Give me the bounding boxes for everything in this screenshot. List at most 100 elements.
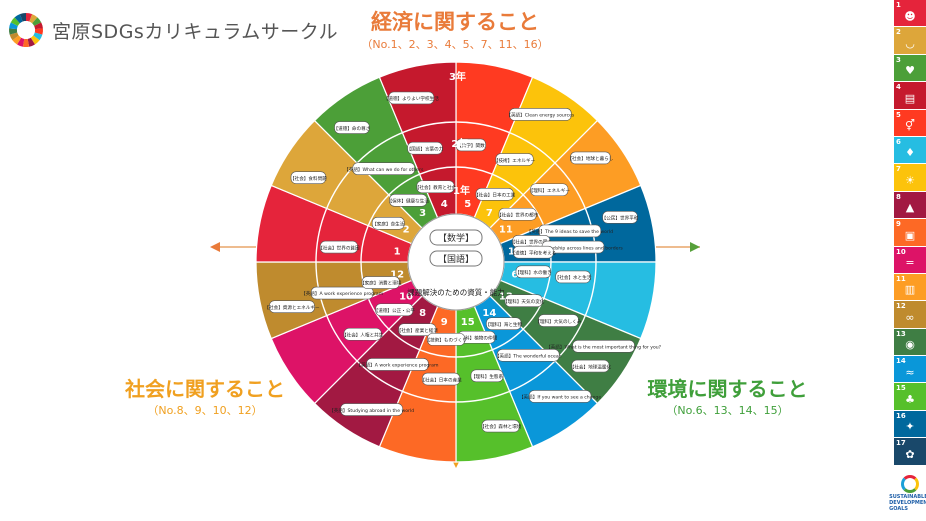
- header: 宮原SDGsカリキュラムサークル: [8, 10, 338, 50]
- goal-number-label: 9: [441, 317, 448, 328]
- curriculum-tag[interactable]: 【保体】健康な生活: [388, 194, 430, 207]
- curriculum-tag-text: 【道徳】平和を考える: [510, 249, 556, 256]
- book-icon: ▤: [904, 91, 916, 105]
- curriculum-wheel: 57111661314159810121234 【社会】地球と暮らし【理科】エネ…: [210, 61, 700, 468]
- sdg-goal-tile-15[interactable]: 15♣: [894, 383, 926, 411]
- sdg-goal-tile-4[interactable]: 4▤: [894, 82, 926, 110]
- curriculum-tag[interactable]: 【社会】教育と社会: [415, 180, 457, 194]
- environment-label: 環境に関すること: [647, 377, 808, 401]
- goal-number-label: 15: [461, 317, 475, 328]
- sdg-goal-number: 5: [896, 110, 901, 119]
- curriculum-tag[interactable]: 【家庭】食生活: [371, 216, 405, 230]
- sdg-goal-number: 7: [896, 165, 901, 174]
- sdg-goal-tile-3[interactable]: 3♥: [894, 54, 926, 83]
- sdg-goal-tile-10[interactable]: 10=: [894, 246, 926, 274]
- curriculum-tag[interactable]: 【社会】世界の都市: [497, 207, 539, 221]
- curriculum-tag[interactable]: 【英語】If you want to see a change: [519, 390, 601, 403]
- curriculum-tag[interactable]: 【道徳】平和を考える: [510, 245, 556, 259]
- curriculum-tag-text: 【社会】世界の都市: [497, 211, 539, 218]
- curriculum-tag-text: 【技術】ものづくり: [425, 337, 466, 344]
- curriculum-tag-text: 【技術】エネルギー: [494, 157, 536, 164]
- sdg-goal-tile-16[interactable]: 16✦: [894, 410, 926, 439]
- sdg-goal-tile-5[interactable]: 5⚥: [894, 109, 926, 137]
- goal-number-label: 3: [419, 208, 426, 219]
- curriculum-tag[interactable]: 【英語】Studying abroad in the world: [329, 403, 414, 416]
- society-goal-numbers: （No.8、9、10、12）: [147, 404, 263, 417]
- curriculum-tag[interactable]: 【理科】エネルギー: [529, 183, 571, 197]
- curriculum-tag[interactable]: 【社会】森林と環境: [480, 419, 522, 433]
- heartbeat-icon: ♥: [905, 64, 915, 78]
- fish-icon: ≈: [905, 365, 915, 379]
- sdg-goal-tile-6[interactable]: 6♦: [894, 136, 926, 165]
- wheel-center: 【数学】 【国語】 課題解決のための資質・能力: [407, 213, 505, 311]
- curriculum-tag[interactable]: 【数学】関数: [455, 138, 486, 152]
- curriculum-tag[interactable]: 【理科】水の働き: [515, 265, 552, 279]
- sdg-goal-tile-12[interactable]: 12∞: [894, 301, 926, 329]
- sdg-goal-number: 11: [896, 274, 906, 283]
- sdg-goal-tile-7[interactable]: 7☀: [894, 164, 926, 192]
- curriculum-tag[interactable]: 【技術】エネルギー: [494, 153, 536, 166]
- curriculum-tag[interactable]: 【社会】産業と経済: [397, 323, 439, 337]
- sdg-goal-tile-2[interactable]: 2◡: [894, 27, 926, 55]
- curriculum-tag[interactable]: 【国語】言葉の力: [407, 141, 444, 155]
- sdg-goal-number: 1: [896, 1, 901, 9]
- goal-number-label: 4: [441, 199, 448, 210]
- curriculum-tag[interactable]: 【社会】日本の工業: [474, 187, 516, 201]
- sdg-goal-tile-11[interactable]: 11▥: [894, 273, 926, 302]
- curriculum-tag[interactable]: 【英語】The wonderful ocean: [495, 349, 562, 362]
- curriculum-tag[interactable]: 【家庭】消費と環境: [360, 276, 402, 289]
- curriculum-tag-text: 【社会】教育と社会: [415, 184, 457, 191]
- curriculum-tag-text: 【社会】地球と暮らし: [567, 155, 613, 162]
- curriculum-tag[interactable]: 【社会】地球温暖化: [570, 359, 612, 373]
- center-subject-math: 【数学】: [438, 232, 474, 244]
- curriculum-tag[interactable]: 【英語】What can we do for others: [344, 162, 424, 175]
- gender-icon: ⚥: [905, 119, 915, 133]
- sdg-goal-tile-8[interactable]: 8▲: [894, 191, 926, 220]
- sdg-goal-tile-9[interactable]: 9▣: [894, 219, 926, 247]
- curriculum-tag[interactable]: 【技術】ものづくり: [425, 333, 467, 346]
- curriculum-tag[interactable]: 【社会】人権と共生: [342, 327, 384, 341]
- curriculum-tag[interactable]: 【英語】A work experience program: [356, 358, 439, 371]
- curriculum-tag[interactable]: 【社会】資源とエネルギー: [264, 300, 320, 314]
- environment-goal-numbers: （No.6、13、14、15）: [666, 404, 789, 417]
- curriculum-tag[interactable]: 【社会】水と生活: [555, 270, 592, 284]
- app-title: 宮原SDGsカリキュラムサークル: [52, 20, 339, 43]
- curriculum-tag-text: 【理科】エネルギー: [529, 187, 571, 194]
- curriculum-tag-text: 【英語】If you want to see a change: [519, 394, 601, 401]
- sdg-goal-tile-1[interactable]: 1☻: [894, 0, 926, 28]
- curriculum-tag[interactable]: 【道徳】公正・公平: [374, 303, 416, 317]
- curriculum-tag[interactable]: 【英語】Clean energy sources: [506, 108, 575, 121]
- curriculum-tag-text: 【理科】水の働き: [515, 269, 552, 276]
- curriculum-tag[interactable]: 【理科】海と生物: [485, 317, 523, 330]
- curriculum-tag-text: 【英語】Friendship across lines and borders: [523, 244, 623, 251]
- curriculum-tag[interactable]: 【道徳】命の尊さ: [334, 121, 371, 134]
- sdg-goal-tile-17[interactable]: 17✿: [894, 438, 926, 466]
- sun-icon: ☀: [905, 173, 915, 187]
- curriculum-tag[interactable]: 【理科】天気の変化: [503, 294, 545, 308]
- curriculum-tag[interactable]: 【理科】生態系: [470, 369, 504, 383]
- curriculum-tag[interactable]: 【社会】地球と暮らし: [567, 151, 614, 165]
- curriculum-tag[interactable]: 【道徳】よりよい学校生活: [384, 91, 439, 105]
- grade-label: 2年: [451, 137, 468, 150]
- curriculum-tag[interactable]: 【社会】食料問題: [290, 171, 327, 184]
- curriculum-tag-text: 【社会】森林と環境: [480, 423, 522, 430]
- flower-ring-icon: ✿: [905, 447, 915, 461]
- curriculum-tag[interactable]: 【社会】世界の貧困: [318, 240, 360, 254]
- curriculum-tag[interactable]: 【英語】A work experience program: [301, 286, 384, 300]
- bowl-icon: ◡: [905, 36, 915, 50]
- curriculum-tag[interactable]: 【英語】The 9 ideas to save the world: [527, 224, 613, 238]
- curriculum-tag-text: 【英語】Studying abroad in the world: [329, 407, 414, 414]
- curriculum-tag[interactable]: 【理科】大気のしくみ: [535, 314, 582, 327]
- curriculum-tag-text: 【理科】大気のしくみ: [535, 318, 582, 325]
- curriculum-tag[interactable]: 【公民】世界平和: [602, 210, 639, 224]
- goal-number-label: 5: [464, 199, 471, 210]
- sdg-goal-tile-14[interactable]: 14≈: [894, 356, 926, 384]
- curriculum-tag-text: 【社会】世界の国々: [511, 239, 552, 246]
- sdg-goal-tile-13[interactable]: 13◉: [894, 328, 926, 357]
- infinity-icon: ∞: [905, 310, 915, 324]
- sdg-wheel-icon: [9, 13, 43, 47]
- curriculum-tag[interactable]: 【社会】日本の産業: [420, 372, 462, 386]
- curriculum-tag[interactable]: 【英語】What is the most important thing for…: [546, 340, 662, 353]
- curriculum-tag-text: 【英語】A work experience program: [356, 362, 439, 369]
- sdg-goal-number: 8: [896, 192, 901, 201]
